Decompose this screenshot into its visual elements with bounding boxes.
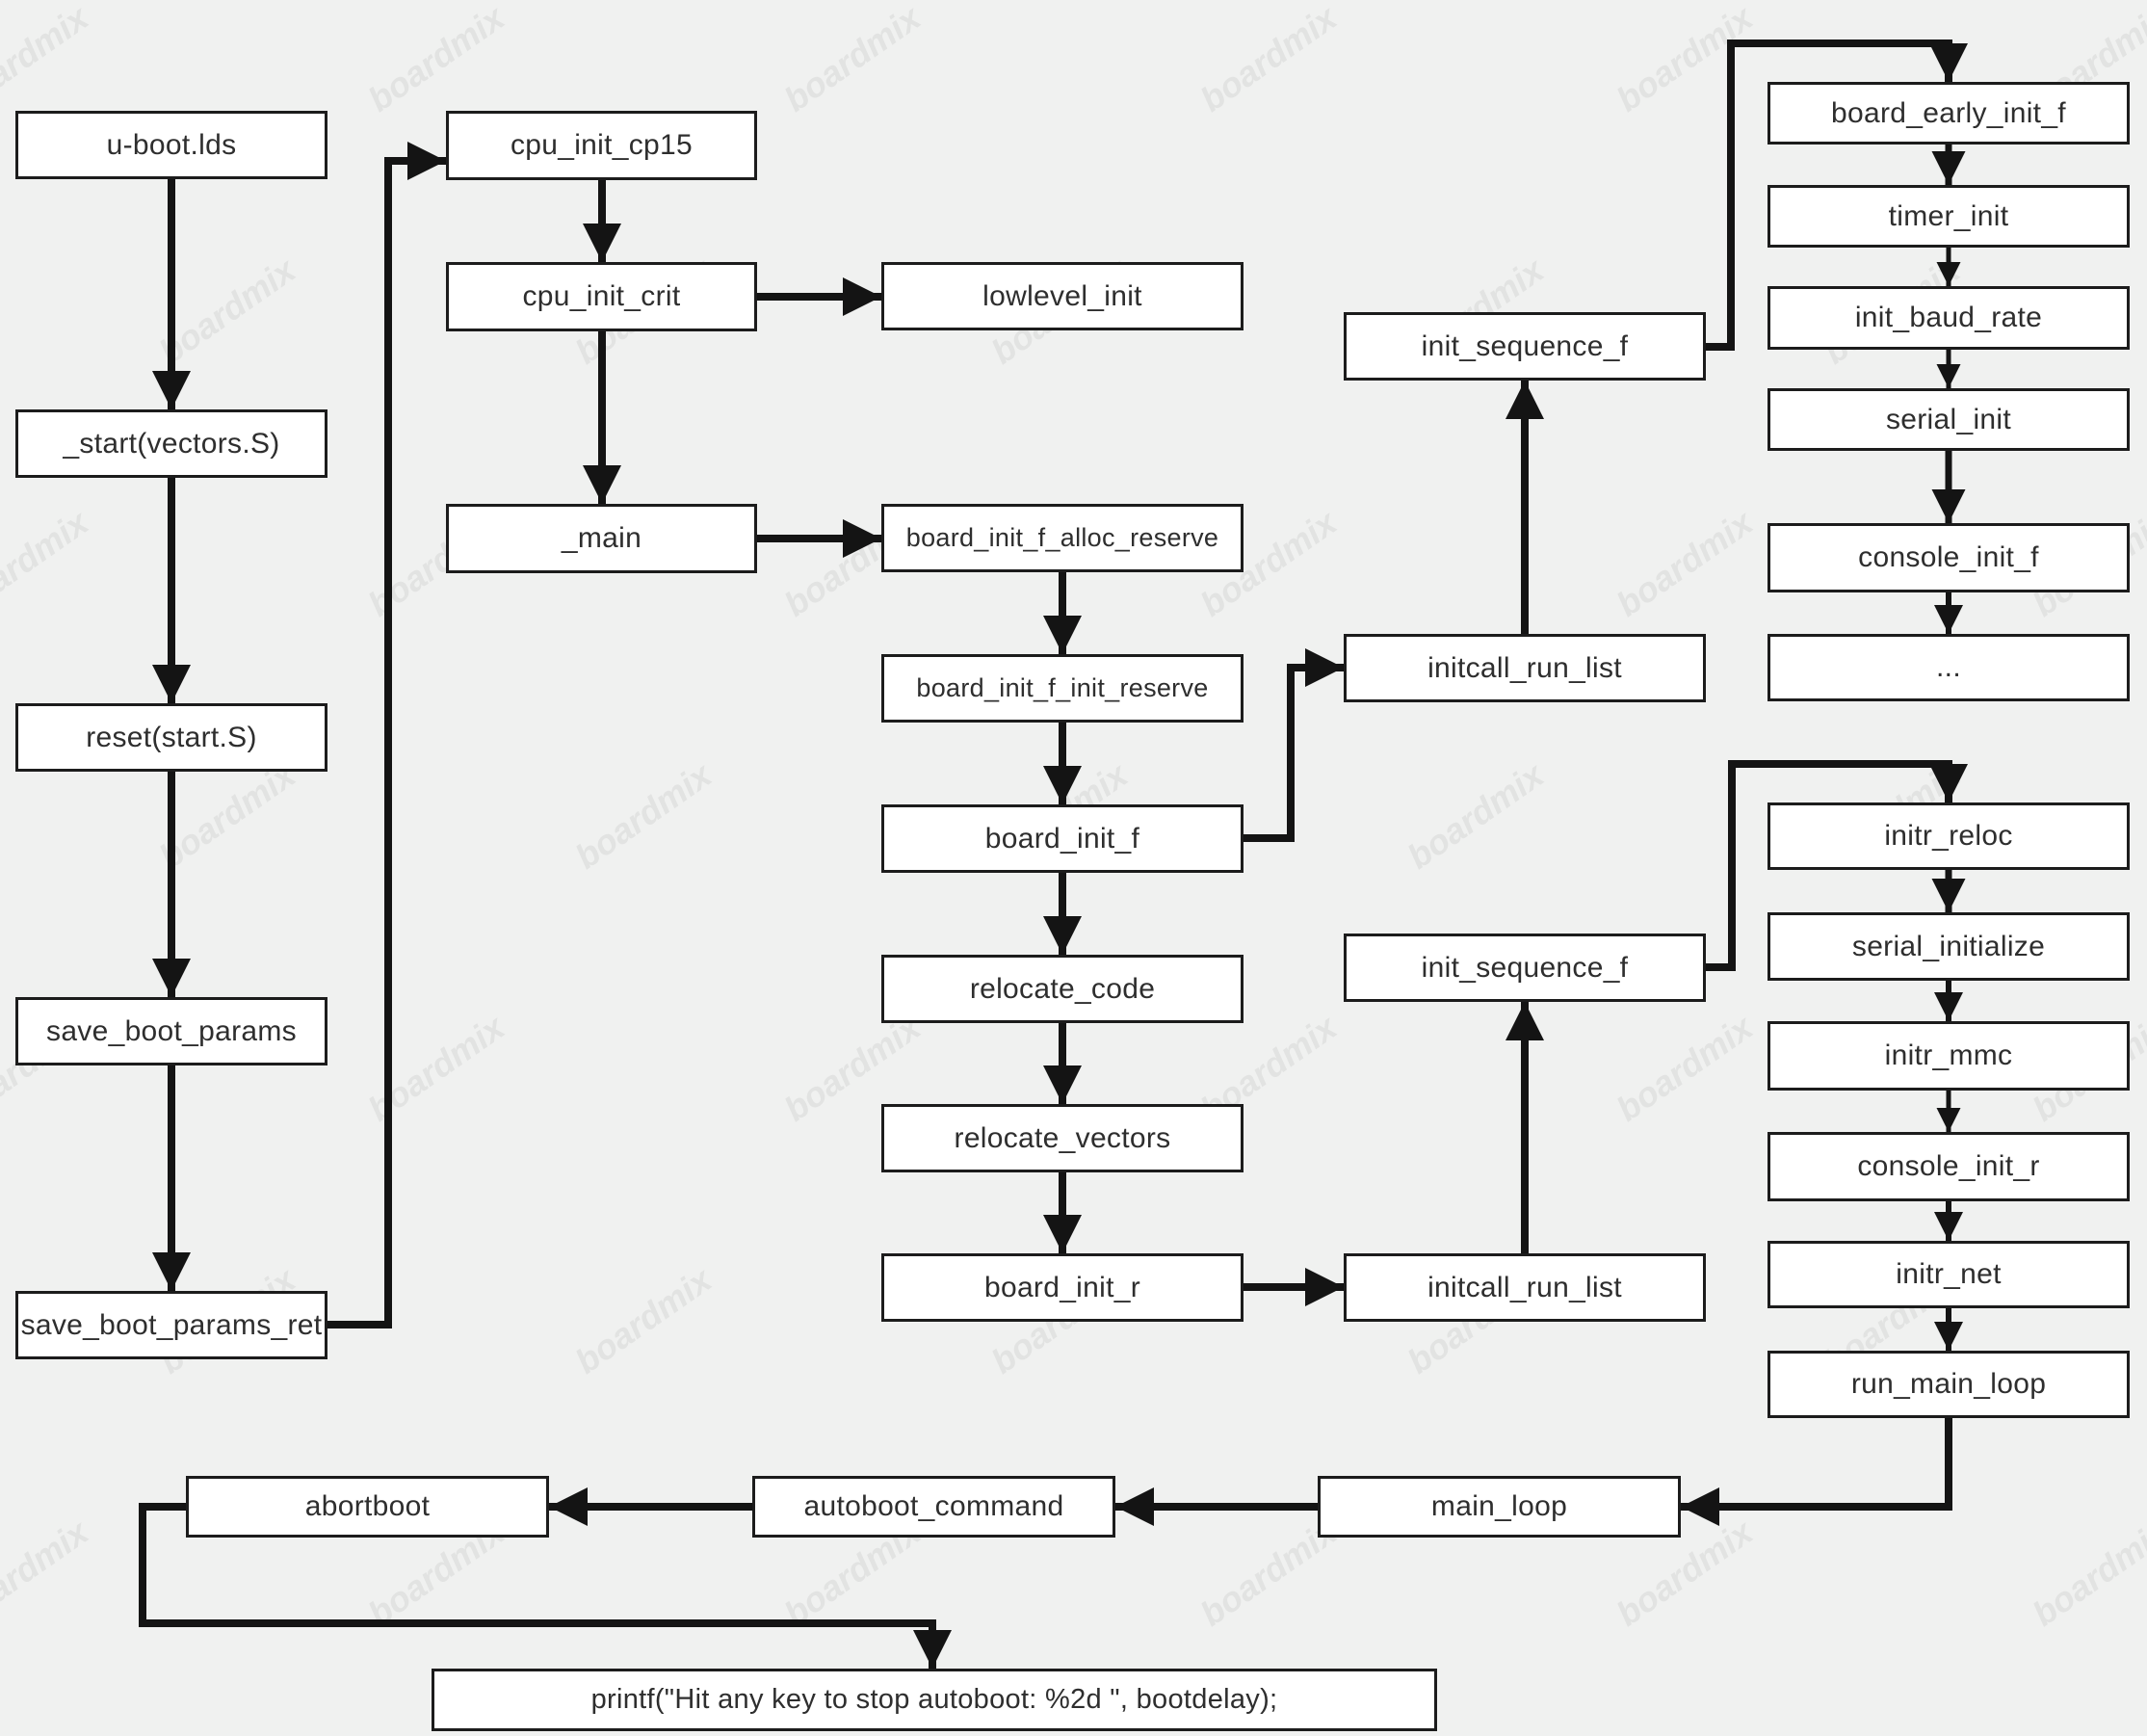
node-board-init-f-init-reserve: board_init_f_init_reserve xyxy=(881,654,1244,723)
node-cpu-init-crit: cpu_init_crit xyxy=(446,262,757,331)
node-main-loop: main_loop xyxy=(1318,1476,1681,1538)
node-relocate-code: relocate_code xyxy=(881,955,1244,1023)
node-reset-start-s: reset(start.S) xyxy=(15,703,327,772)
node-label-timer-init: timer_init xyxy=(1888,199,2009,232)
node-initcall-run-list-1: initcall_run_list xyxy=(1344,634,1706,702)
node-board-init-r: board_init_r xyxy=(881,1253,1244,1322)
node-u-boot-lds: u-boot.lds xyxy=(15,111,327,179)
node-label-cpu-init-cp15: cpu_init_cp15 xyxy=(510,129,694,161)
node-label-serial-initialize: serial_initialize xyxy=(1851,930,2046,962)
node-label-board-init-f-init-reserve: board_init_f_init_reserve xyxy=(916,673,1209,702)
node-console-init-f: console_init_f xyxy=(1767,523,2130,592)
node-label-initcall-run-list-2: initcall_run_list xyxy=(1427,1271,1622,1303)
node-timer-init: timer_init xyxy=(1767,185,2130,248)
node-label-autoboot-command: autoboot_command xyxy=(803,1490,1064,1522)
edge-init-sequence-f-2-to-initr-reloc xyxy=(1706,760,1968,971)
node-label-console-init-f: console_init_f xyxy=(1858,541,2039,573)
node-start-vectors-s: _start(vectors.S) xyxy=(15,409,327,478)
node-label-relocate-vectors: relocate_vectors xyxy=(954,1121,1171,1154)
node-console-init-r: console_init_r xyxy=(1767,1132,2130,1201)
node-autoboot-command: autoboot_command xyxy=(752,1476,1115,1538)
node-label-cpu-init-crit: cpu_init_crit xyxy=(522,280,681,312)
node-label-initcall-run-list-1: initcall_run_list xyxy=(1427,651,1622,684)
node-board-init-f-alloc-reserve: board_init_f_alloc_reserve xyxy=(881,504,1244,572)
node-initcall-run-list-2: initcall_run_list xyxy=(1344,1253,1706,1322)
edge-abortboot-to-printf-call xyxy=(139,1503,952,1669)
node-label-main: _main xyxy=(561,522,642,554)
node-label-reset-start-s: reset(start.S) xyxy=(86,721,257,753)
edge-run-main-loop-to-main-loop xyxy=(1681,1418,1952,1526)
node-initr-net: initr_net xyxy=(1767,1241,2130,1308)
node-label-abortboot: abortboot xyxy=(304,1490,431,1522)
node-label-lowlevel-init: lowlevel_init xyxy=(982,279,1142,312)
node-label-main-loop: main_loop xyxy=(1430,1490,1568,1522)
node-board-init-f: board_init_f xyxy=(881,804,1244,873)
node-label-relocate-code: relocate_code xyxy=(969,972,1156,1005)
node-label-initr-reloc: initr_reloc xyxy=(1884,820,2013,852)
node-relocate-vectors: relocate_vectors xyxy=(881,1104,1244,1172)
node-label-board-init-f: board_init_f xyxy=(984,822,1140,855)
node-init-sequence-f-2: init_sequence_f xyxy=(1344,934,1706,1002)
node-main: _main xyxy=(446,504,757,573)
node-cpu-init-cp15: cpu_init_cp15 xyxy=(446,111,757,180)
node-label-board-init-f-alloc-reserve: board_init_f_alloc_reserve xyxy=(905,523,1219,552)
node-printf-call: printf("Hit any key to stop autoboot: %2… xyxy=(432,1669,1437,1731)
node-serial-initialize: serial_initialize xyxy=(1767,912,2130,981)
node-board-early-init-f: board_early_init_f xyxy=(1767,82,2130,145)
node-label-u-boot-lds: u-boot.lds xyxy=(106,128,237,161)
node-initr-mmc: initr_mmc xyxy=(1767,1021,2130,1091)
node-label-run-main-loop: run_main_loop xyxy=(1850,1368,2047,1400)
node-label-ellipsis: ... xyxy=(1936,651,1961,683)
node-label-save-boot-params: save_boot_params xyxy=(46,1014,297,1047)
node-lowlevel-init: lowlevel_init xyxy=(881,262,1244,330)
edge-board-init-f-to-initcall-run-list-1 xyxy=(1244,648,1344,842)
node-serial-init: serial_init xyxy=(1767,388,2130,451)
node-init-sequence-f-1: init_sequence_f xyxy=(1344,312,1706,381)
node-label-start-vectors-s: _start(vectors.S) xyxy=(63,427,280,460)
node-init-baud-rate: init_baud_rate xyxy=(1767,286,2130,350)
node-initr-reloc: initr_reloc xyxy=(1767,802,2130,870)
node-run-main-loop: run_main_loop xyxy=(1767,1351,2130,1418)
edge-save-boot-params-ret-to-cpu-init-cp15 xyxy=(327,142,446,1328)
node-abortboot: abortboot xyxy=(186,1476,549,1538)
node-label-initr-mmc: initr_mmc xyxy=(1884,1039,2013,1071)
node-label-printf-call: printf("Hit any key to stop autoboot: %2… xyxy=(590,1684,1278,1715)
node-label-board-init-r: board_init_r xyxy=(983,1271,1141,1303)
node-label-board-early-init-f: board_early_init_f xyxy=(1831,96,2066,129)
node-label-init-sequence-f-2: init_sequence_f xyxy=(1421,951,1629,984)
node-label-init-sequence-f-1: init_sequence_f xyxy=(1421,329,1629,362)
node-ellipsis: ... xyxy=(1767,634,2130,701)
node-label-serial-init: serial_init xyxy=(1885,403,2012,435)
node-save-boot-params-ret: save_boot_params_ret xyxy=(15,1291,327,1359)
node-label-console-init-r: console_init_r xyxy=(1857,1150,2040,1182)
node-label-init-baud-rate: init_baud_rate xyxy=(1854,302,2043,333)
node-label-initr-net: initr_net xyxy=(1896,1258,2002,1290)
edge-init-sequence-f-1-to-board-early-init-f xyxy=(1706,39,1968,351)
node-save-boot-params: save_boot_params xyxy=(15,997,327,1065)
node-label-save-boot-params-ret: save_boot_params_ret xyxy=(20,1308,323,1341)
